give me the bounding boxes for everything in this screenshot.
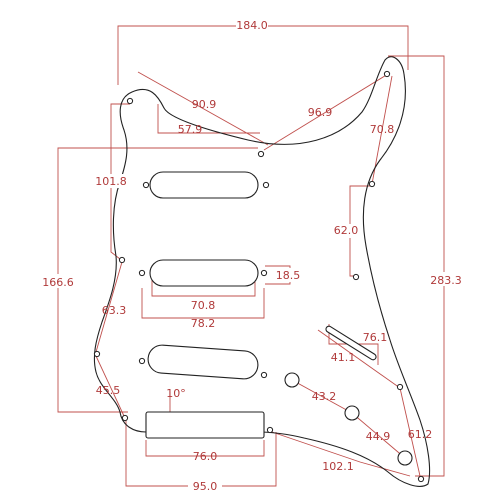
label-neck-pocket: 90.9 [192, 98, 217, 111]
screw-hole [368, 180, 376, 188]
label-switch-slot: 41.1 [331, 351, 356, 364]
label-bottom-width: 95.0 [193, 480, 218, 493]
neck-pickup-cutout [149, 171, 259, 199]
screw-hole [417, 475, 425, 483]
label-horn-span: 96.9 [308, 106, 333, 119]
dim-line-overall-height [388, 55, 445, 477]
dim-line-left-bottom [95, 355, 125, 417]
screw-hole [396, 383, 404, 391]
label-pickup-outer: 78.2 [191, 317, 216, 330]
dim-line-horn-span [263, 73, 389, 151]
dim-line-control-slot [317, 329, 401, 389]
volume-knob-hole [284, 372, 300, 388]
dim-line-knob-1 [291, 379, 353, 414]
dim-line-knob-2 [351, 412, 406, 459]
label-upper-right: 70.8 [370, 123, 395, 136]
label-left-upper: 101.8 [95, 175, 127, 188]
pickguard-outline [93, 56, 431, 487]
label-knob-2: 44.9 [366, 430, 391, 443]
label-left-height: 166.6 [42, 276, 74, 289]
screw-hole [138, 357, 146, 365]
label-overall-width: 184.0 [236, 19, 268, 32]
dimension-lines [57, 25, 445, 487]
dim-line-right-lower [399, 387, 421, 477]
label-knob-1: 43.2 [312, 390, 337, 403]
label-pickup-gap: 18.5 [276, 269, 301, 282]
dim-line-bottom-diagonal [271, 431, 411, 477]
dim-line-pickup-length [151, 277, 256, 297]
screw-hole [118, 256, 126, 264]
dim-line-upper-right [371, 75, 393, 185]
label-right-lower: 61.2 [408, 428, 433, 441]
screw-hole [142, 181, 150, 189]
bridge-pickup-cutout [147, 344, 259, 380]
bridge-pickup-lower-cutout [145, 411, 265, 439]
screw-hole [262, 181, 270, 189]
middle-pickup-cutout [149, 259, 259, 287]
label-bottom-diagonal: 102.1 [322, 460, 354, 473]
screw-hole [260, 269, 268, 277]
screw-hole [93, 350, 101, 358]
dim-line-neck-pocket-inner [157, 104, 260, 134]
label-neck-pocket-inner: 57.9 [178, 123, 203, 136]
screw-hole [257, 150, 265, 158]
label-angle: 10° [166, 387, 186, 400]
screw-hole [126, 97, 134, 105]
label-left-lower: 63.3 [102, 304, 127, 317]
screw-hole [121, 414, 129, 422]
screw-hole [260, 371, 268, 379]
tone-knob-hole-1 [344, 405, 360, 421]
screw-hole [383, 70, 391, 78]
screw-hole [266, 426, 274, 434]
label-right-mid: 62.0 [334, 224, 359, 237]
screw-hole [352, 273, 360, 281]
label-pickup-length: 70.8 [191, 299, 216, 312]
label-control-slot: 76.1 [363, 331, 388, 344]
screw-holes [93, 70, 425, 483]
label-left-bottom: 45.5 [96, 384, 121, 397]
label-bridge-pickup: 76.0 [193, 450, 218, 463]
label-overall-height: 283.3 [430, 274, 462, 287]
tone-knob-hole-2 [397, 450, 413, 466]
dim-line-left-lower [95, 261, 123, 353]
switch-slot [325, 325, 377, 361]
dim-line-overall-width [117, 25, 409, 85]
dim-line-pickup-outer [141, 288, 265, 319]
dimension-labels: 184.0 283.3 166.6 90.9 57.9 96.9 70.8 62… [42, 17, 462, 493]
dim-line-bridge-pickup [145, 440, 265, 457]
screw-hole [138, 269, 146, 277]
